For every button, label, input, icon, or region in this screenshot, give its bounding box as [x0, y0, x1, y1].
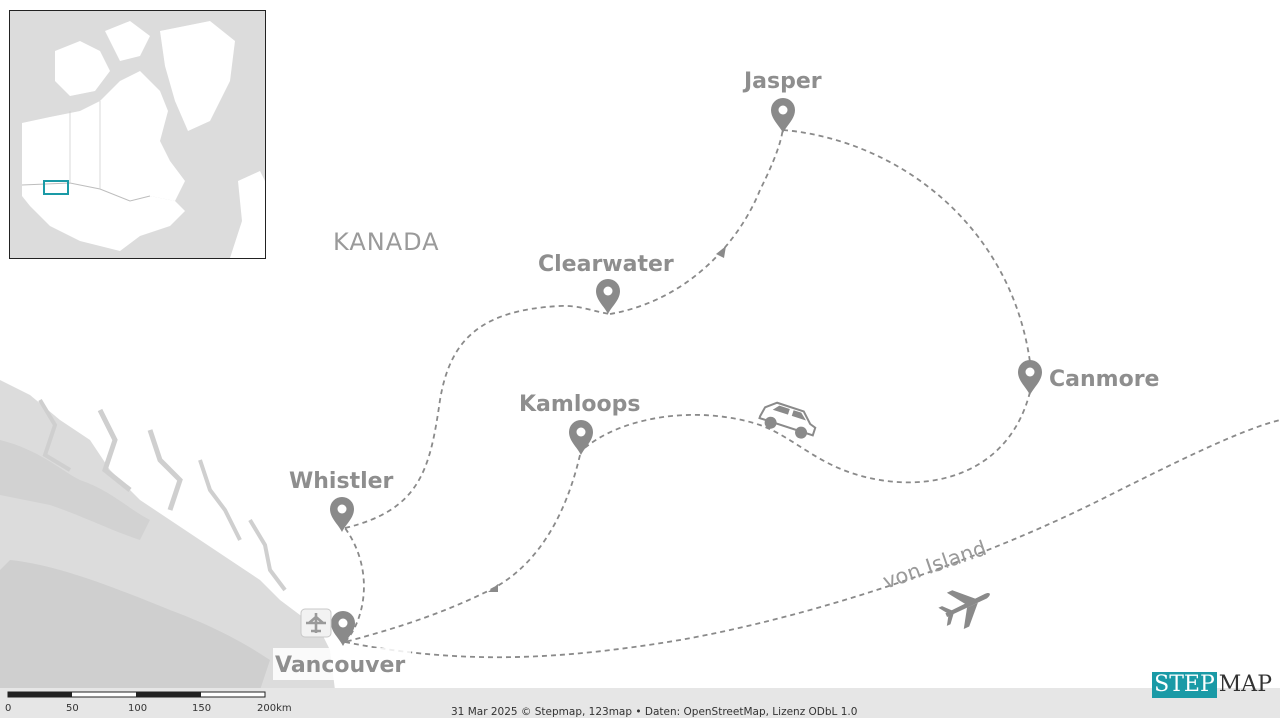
map-pin-icon[interactable] — [1018, 360, 1042, 395]
map-credits: 31 Mar 2025 © Stepmap, 123map • Daten: O… — [451, 706, 857, 718]
region-label: KANADA — [333, 228, 440, 256]
city-label-kamloops: Kamloops — [519, 392, 640, 417]
map-pin-icon[interactable] — [771, 98, 795, 133]
scale-bar: 0 50 100 150 200km — [5, 691, 292, 714]
inset-highlight — [43, 180, 69, 195]
scale-tick: 150 — [192, 703, 211, 714]
city-label-canmore: Canmore — [1049, 367, 1159, 392]
map-pin-icon[interactable] — [330, 497, 354, 532]
logo-part-map: MAP — [1218, 672, 1272, 697]
city-label-jasper: Jasper — [742, 69, 822, 94]
route-label: von Island — [880, 536, 990, 594]
logo-part-step: STEP — [1152, 672, 1217, 698]
route-canmore-kamloops — [579, 391, 1031, 484]
route-arrow — [488, 584, 498, 592]
inset-map-graphic — [21, 21, 265, 258]
city-label-whistler: Whistler — [289, 469, 394, 494]
airplane-icon — [938, 590, 990, 630]
route-whistler-clearwater — [344, 305, 611, 529]
map-pin-icon[interactable] — [569, 420, 593, 455]
label-backdrop — [273, 648, 411, 680]
route-flight-island — [344, 419, 1280, 659]
route-kamloops-vancouver — [344, 454, 581, 643]
overview-inset-map[interactable] — [9, 10, 266, 259]
airport-icon — [300, 608, 332, 638]
car-icon — [758, 401, 817, 439]
scale-tick: 0 — [5, 703, 11, 714]
map-pin-icon[interactable] — [596, 279, 620, 314]
stepmap-logo[interactable]: STEP MAP — [1152, 672, 1274, 698]
scale-tick: 200km — [257, 703, 292, 714]
route-clearwater-jasper — [609, 126, 784, 315]
city-label-vancouver: Vancouver — [275, 653, 405, 678]
scale-tick: 100 — [128, 703, 147, 714]
route-lines — [344, 126, 1280, 659]
coastline-water — [0, 380, 1280, 718]
route-jasper-canmore — [782, 129, 1033, 381]
pins[interactable] — [330, 98, 1042, 646]
map-pin-icon[interactable] — [331, 611, 355, 646]
city-label-clearwater: Clearwater — [538, 252, 674, 277]
scale-tick: 50 — [66, 703, 79, 714]
route-arrow — [716, 246, 726, 258]
